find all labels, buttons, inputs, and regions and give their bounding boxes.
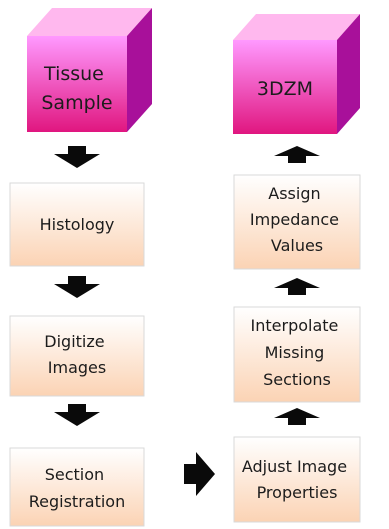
step-box [233,306,361,403]
step-label: Digitize Images [44,332,109,377]
arrow-up-icon [274,146,320,163]
arrow-right-icon [184,452,215,496]
step-box [233,436,361,523]
arrow-up-icon [274,408,320,425]
arrow-down-icon [54,276,100,298]
step-line-2: Properties [257,483,338,502]
step-line-3: Values [271,236,323,255]
cube-front-face [233,40,337,134]
step-label: Adjust Image Properties [242,457,352,502]
step-line-1: Adjust Image [242,457,347,476]
tissue-sample-line-2: Sample [41,92,112,114]
tissue-sample-label: Tissue Sample [41,63,112,114]
step-digitize-images: Digitize Images [9,315,145,397]
step-line-1: Digitize [44,332,104,351]
step-line-3: Sections [263,370,331,389]
step-line-2: Impedance [250,210,339,229]
step-label: Histology [40,215,115,234]
step-box [9,447,145,527]
step-section-registration: Section Registration [9,447,145,527]
tissue-sample-cube: Tissue Sample [27,8,152,132]
step-box [233,174,361,270]
step-line-1: Assign [268,184,320,203]
step-line-2: Images [48,358,106,377]
3dzm-cube: 3DZM [233,14,360,134]
step-line-1: Section [45,465,104,484]
3dzm-label: 3DZM [257,78,313,100]
step-line-2: Missing [265,343,325,362]
step-label: Assign Impedance Values [250,184,344,255]
cube-top-face [27,8,152,36]
step-histology: Histology [9,182,145,267]
step-label: Section Registration [29,465,125,511]
step-line-1: Histology [40,215,115,234]
step-label: Interpolate Missing Sections [251,316,344,389]
step-interpolate-missing-sections: Interpolate Missing Sections [233,306,361,403]
arrow-up-icon [274,278,320,295]
cube-front-face [27,36,127,132]
cube-side-face [127,8,152,132]
arrow-down-icon [54,146,100,168]
3dzm-line-1: 3DZM [257,78,313,100]
step-assign-impedance-values: Assign Impedance Values [233,174,361,270]
arrow-down-icon [54,404,100,426]
cube-side-face [337,14,360,134]
tissue-sample-line-1: Tissue [43,63,104,85]
step-box [9,315,145,397]
step-adjust-image-properties: Adjust Image Properties [233,436,361,523]
step-line-2: Registration [29,492,125,511]
cube-top-face [233,14,360,40]
step-box [9,182,145,267]
step-line-1: Interpolate [251,316,339,335]
